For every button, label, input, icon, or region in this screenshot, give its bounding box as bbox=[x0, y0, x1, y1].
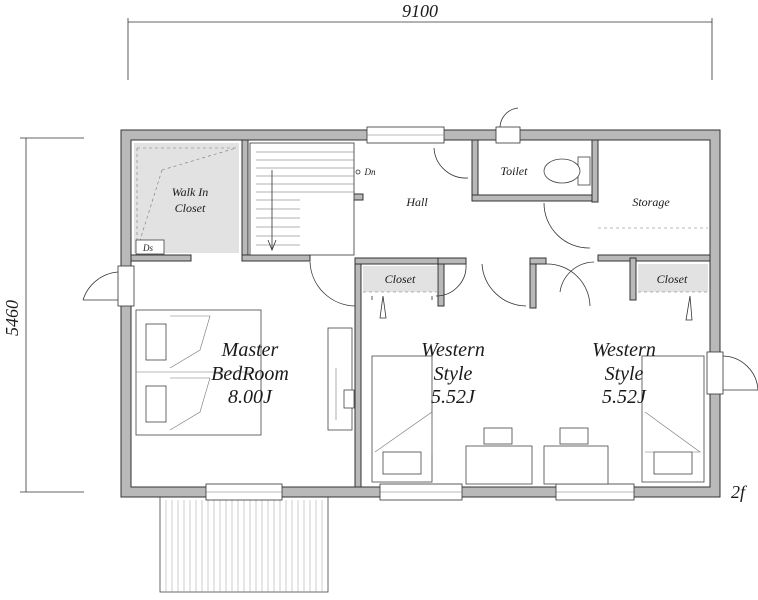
western2-desk bbox=[543, 427, 609, 485]
svg-text:Walk In: Walk In bbox=[172, 185, 209, 199]
svg-text:5.52J: 5.52J bbox=[431, 386, 476, 408]
svg-text:8.00J: 8.00J bbox=[228, 386, 273, 408]
svg-text:Master: Master bbox=[221, 339, 279, 361]
western1-bed bbox=[371, 355, 433, 483]
width-label: 9100 bbox=[402, 1, 438, 21]
master-bedroom-label: Master BedRoom 8.00J bbox=[211, 339, 289, 408]
master-desk bbox=[327, 327, 355, 431]
closet-mid bbox=[363, 266, 437, 319]
height-dimension: 5460 bbox=[2, 137, 84, 493]
height-label: 5460 bbox=[2, 300, 22, 336]
svg-text:Style: Style bbox=[434, 363, 473, 385]
storage-label: Storage bbox=[632, 195, 670, 209]
walk-in-closet-label: Walk In Closet bbox=[172, 185, 209, 215]
svg-text:Western: Western bbox=[421, 339, 485, 361]
hall-label: Hall bbox=[405, 195, 428, 209]
closet-right-label: Closet bbox=[657, 272, 688, 286]
svg-text:Closet: Closet bbox=[175, 201, 206, 215]
closet-mid-label: Closet bbox=[385, 272, 416, 286]
toilet-label: Toilet bbox=[501, 164, 529, 178]
ds-label: Ds bbox=[142, 243, 153, 253]
svg-text:Style: Style bbox=[605, 363, 644, 385]
doors bbox=[82, 107, 758, 391]
western1-label: Western Style 5.52J bbox=[421, 339, 485, 408]
svg-text:Western: Western bbox=[592, 339, 656, 361]
western2-bed bbox=[641, 355, 705, 483]
staircase bbox=[249, 142, 361, 256]
windows bbox=[117, 126, 724, 501]
svg-text:BedRoom: BedRoom bbox=[211, 363, 289, 385]
dn-label: Dn bbox=[364, 167, 376, 177]
western2-label: Western Style 5.52J bbox=[592, 339, 656, 408]
width-dimension: 9100 bbox=[127, 1, 713, 80]
floor-label: 2f bbox=[731, 482, 748, 502]
interior-walls bbox=[130, 139, 711, 488]
western1-desk bbox=[465, 427, 533, 485]
master-bed bbox=[135, 309, 262, 436]
closet-right bbox=[638, 264, 708, 321]
svg-text:5.52J: 5.52J bbox=[602, 386, 647, 408]
walk-in-closet bbox=[134, 143, 239, 255]
toilet-fixture bbox=[543, 156, 591, 186]
balcony-deck bbox=[159, 491, 329, 593]
